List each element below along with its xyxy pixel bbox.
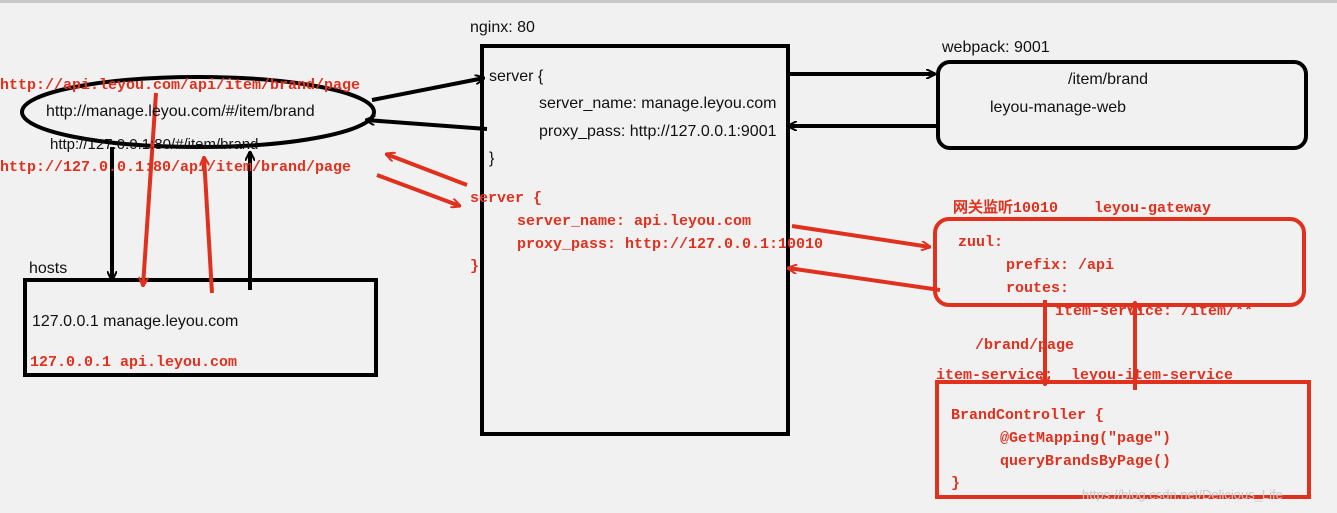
item-service-method: queryBrandsByPage() [1000,453,1172,470]
webpack-title: webpack: 9001 [942,39,1050,56]
arrow-nginx-to-api [386,154,468,187]
arrow-nginx-to-browser [366,120,488,131]
watermark: https://blog.csdn.net/Delicious_Life [1082,487,1283,502]
browser-local-api-url: http://127.0.0.1:80/api/item/brand/page [0,159,352,176]
item-service-close: } [951,475,961,492]
gateway-zuul: zuul: [958,234,1004,251]
nginx-server1-name: server_name: manage.leyou.com [539,95,777,112]
window-top-border [0,0,1337,3]
browser-manage-url: http://manage.leyou.com/#/item/brand [46,103,315,120]
browser-local-url: http://127.0.0.1:80/#/item/brand [50,136,259,153]
gateway-route: item-service: /item/** [1055,303,1254,320]
nginx-server1-open: server { [489,68,544,85]
nginx-server2-proxy: proxy_pass: http://127.0.0.1:10010 [517,236,824,253]
arrow-hosts-to-api [204,157,214,294]
gateway-forward-path: /brand/page [975,337,1075,354]
arrow-api-to-nginx [376,173,460,206]
nginx-box [480,44,790,436]
hosts-box [23,278,378,377]
item-service-title: item-service: leyou-item-service [936,367,1234,384]
nginx-server1-proxy: proxy_pass: http://127.0.0.1:9001 [539,123,777,140]
nginx-server2-close: } [470,258,480,275]
item-service-mapping: @GetMapping("page") [1000,430,1172,447]
gateway-title: 网关监听10010 leyou-gateway [953,200,1212,217]
arrow-nginx-to-gateway [791,224,930,247]
browser-api-url: http://api.leyou.com/api/item/brand/page [0,77,361,94]
item-service-box [935,380,1311,499]
nginx-server2-name: server_name: api.leyou.com [517,213,752,230]
arrow-api-to-hosts [143,92,158,286]
item-service-controller: BrandController { [951,407,1105,424]
webpack-box [936,60,1308,150]
webpack-name: leyou-manage-web [990,99,1127,116]
nginx-server2-open: server { [470,190,543,207]
gateway-box [933,217,1306,307]
gateway-prefix: prefix: /api [1006,257,1115,274]
nginx-title: nginx: 80 [470,19,535,36]
hosts-entry-manage: 127.0.0.1 manage.leyou.com [32,313,239,330]
arrow-browser-to-nginx [371,78,484,102]
hosts-entry-api: 127.0.0.1 api.leyou.com [30,354,238,371]
nginx-server1-close: } [489,150,495,167]
hosts-title: hosts [29,260,68,277]
browser-ellipse [20,75,376,149]
webpack-path: /item/brand [1068,71,1149,88]
arrow-gateway-to-nginx [788,268,941,292]
gateway-routes: routes: [1006,280,1070,297]
